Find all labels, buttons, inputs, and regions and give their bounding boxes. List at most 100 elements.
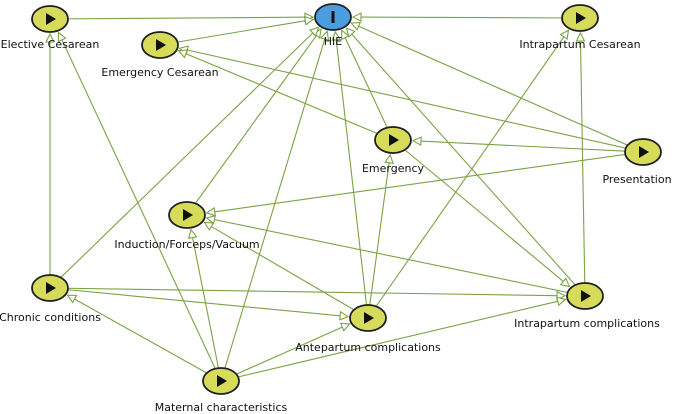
edge-chronic-to-elective <box>45 32 55 288</box>
node-label: Elective Cesarean <box>1 38 100 51</box>
node-label: Chronic conditions <box>0 311 101 324</box>
arrowhead-icon <box>57 31 67 43</box>
edge-presentation-to-emergency <box>411 136 644 153</box>
edge-intrapartum_comp-to-hie <box>345 27 586 297</box>
arrowhead-icon <box>304 15 315 26</box>
arrowhead-icon <box>341 29 350 41</box>
arrowhead-icon <box>205 214 216 225</box>
edge-line <box>190 229 222 382</box>
node-hie[interactable]: HIE <box>314 3 352 48</box>
play-icon <box>217 375 227 387</box>
edge-line <box>392 139 570 287</box>
arrowhead-icon <box>203 221 215 231</box>
node-label: Intrapartum complications <box>514 317 660 330</box>
edge-emergency-to-intrapartum_comp <box>392 139 571 288</box>
edge-line <box>178 50 394 141</box>
node-label: Emergency <box>362 162 425 175</box>
target-bar-icon <box>331 11 335 23</box>
edge-maternal-to-elective <box>57 31 222 382</box>
edge-presentation-to-emergency_cs <box>178 45 644 153</box>
arrowhead-icon <box>559 277 571 288</box>
edge-line <box>351 22 644 153</box>
edge-line <box>367 29 569 319</box>
edge-line <box>186 28 322 216</box>
edge-line <box>206 151 644 214</box>
play-icon <box>156 39 166 51</box>
edge-emergency-to-emergency_cs <box>177 49 394 141</box>
node-antepartum[interactable]: Antepartum complications <box>295 304 441 354</box>
node-maternal[interactable]: Maternal characteristics <box>155 367 288 414</box>
arrowhead-icon <box>350 21 362 31</box>
arrowhead-icon <box>319 30 330 41</box>
node-presentation[interactable]: Presentation <box>602 138 672 186</box>
edge-line <box>204 221 369 319</box>
edge-line <box>49 26 319 289</box>
play-icon <box>576 12 586 24</box>
edge-antepartum-to-intrapartum_cs <box>367 29 570 319</box>
edge-intrapartum_comp-to-intrapartum_cs <box>575 31 586 297</box>
arrowhead-icon <box>384 153 394 165</box>
node-label: Maternal characteristics <box>155 401 288 414</box>
play-icon <box>389 134 399 146</box>
node-intrapartum_comp[interactable]: Intrapartum complications <box>514 282 660 330</box>
arrowhead-icon <box>339 310 350 321</box>
node-intrapartum_cs[interactable]: Intrapartum Cesarean <box>519 4 641 51</box>
arrowhead-icon <box>331 30 342 41</box>
edge-emergency_cs-to-hie <box>159 15 315 46</box>
edges-layer <box>45 12 644 382</box>
edge-line <box>412 140 644 153</box>
edge-line <box>334 31 369 319</box>
edge-line <box>49 287 566 297</box>
edge-presentation-to-induction <box>205 151 644 217</box>
edge-maternal-to-induction <box>187 228 222 382</box>
arrowhead-icon <box>187 228 198 240</box>
edge-maternal-to-antepartum <box>220 322 351 382</box>
edge-elective-to-hie <box>49 12 315 23</box>
play-icon <box>364 312 374 324</box>
edge-intrapartum_cs-to-hie <box>351 12 581 22</box>
play-icon <box>581 290 591 302</box>
arrowhead-icon <box>351 12 362 22</box>
node-label: Intrapartum Cesarean <box>519 38 640 51</box>
edge-induction-to-hie <box>186 28 322 216</box>
play-icon <box>46 282 56 294</box>
node-label: Emergency Cesarean <box>101 66 218 79</box>
play-icon <box>639 146 649 158</box>
edge-line <box>367 154 391 319</box>
node-label: Induction/Forceps/Vacuum <box>114 238 259 251</box>
edge-chronic-to-hie <box>49 26 320 289</box>
edge-presentation-to-hie <box>350 21 644 153</box>
node-chronic[interactable]: Chronic conditions <box>0 274 101 324</box>
node-elective[interactable]: Elective Cesarean <box>1 5 100 51</box>
edge-line <box>220 298 566 382</box>
arrowhead-icon <box>66 294 78 304</box>
edge-maternal-to-hie <box>220 30 330 382</box>
edge-antepartum-to-hie <box>331 30 369 319</box>
node-label: Presentation <box>602 173 671 186</box>
edge-line <box>341 30 394 141</box>
play-icon <box>183 209 193 221</box>
arrowhead-icon <box>339 322 351 332</box>
node-emergency[interactable]: Emergency <box>362 126 425 175</box>
edge-line <box>58 32 222 382</box>
node-induction[interactable]: Induction/Forceps/Vacuum <box>114 201 260 251</box>
arrowhead-icon <box>205 206 216 217</box>
arrowhead-icon <box>345 27 356 38</box>
arrowhead-icon <box>575 31 586 42</box>
arrowhead-icon <box>308 26 320 37</box>
edge-line <box>159 18 314 46</box>
node-emergency_cs[interactable]: Emergency Cesarean <box>101 31 219 79</box>
edge-line <box>220 323 350 382</box>
edge-antepartum-to-emergency <box>367 153 394 319</box>
edge-maternal-to-intrapartum_comp <box>220 296 567 382</box>
node-label: HIE <box>324 35 343 48</box>
edge-emergency-to-hie <box>341 29 394 141</box>
edge-chronic-to-intrapartum_comp <box>49 287 567 301</box>
arrowhead-icon <box>45 32 55 43</box>
arrowhead-icon <box>177 49 189 59</box>
edge-chronic-to-antepartum <box>49 287 350 321</box>
node-label: Antepartum complications <box>295 341 441 354</box>
edge-line <box>49 16 314 20</box>
